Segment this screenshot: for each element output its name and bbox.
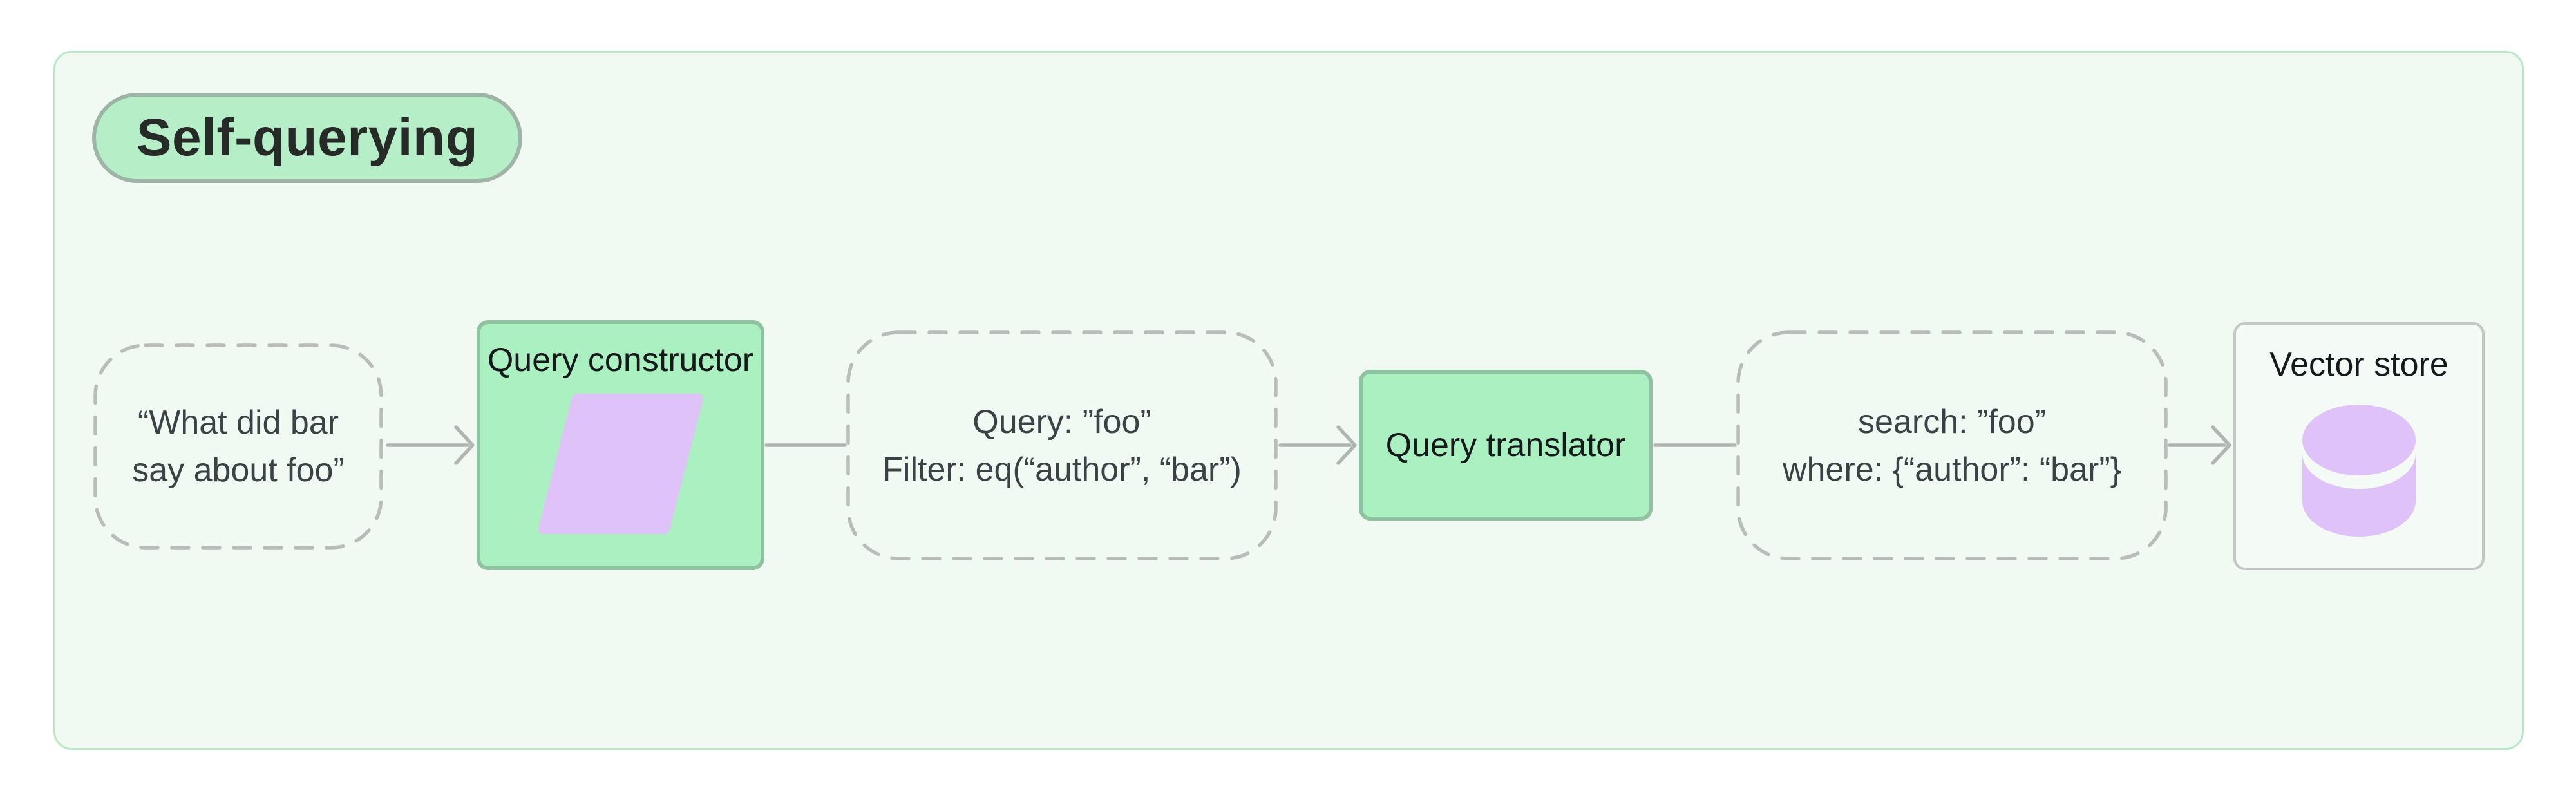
constructed-query-line1: Query: ”foo”: [972, 403, 1151, 441]
query-constructor-box: Query constructor: [477, 320, 764, 570]
translated-query-line2: where: {“author”: “bar”}: [1782, 450, 2122, 488]
input-query-line2: say about foo”: [132, 452, 345, 489]
input-query-node: “What did bar say about foo”: [93, 343, 383, 550]
database-cylinder-icon: [2302, 405, 2416, 537]
input-query-line1: “What did bar: [137, 404, 339, 441]
constructed-query-node: Query: ”foo” Filter: eq(“author”, “bar”): [846, 330, 1278, 560]
constructed-query-line2: Filter: eq(“author”, “bar”): [882, 450, 1242, 488]
translated-query-line1: search: ”foo”: [1858, 403, 2046, 441]
badge-label: Self-querying: [136, 108, 478, 167]
vector-store-title: Vector store: [2269, 346, 2448, 383]
parallelogram-icon: [538, 394, 703, 534]
query-translator-box: Query translator: [1359, 370, 1653, 521]
query-constructor-title: Query constructor: [487, 341, 754, 379]
translated-query-node: search: ”foo” where: {“author”: “bar”}: [1736, 330, 2168, 560]
vector-store-box: Vector store: [2233, 322, 2485, 570]
self-querying-badge: Self-querying: [92, 93, 522, 183]
query-translator-title: Query translator: [1385, 426, 1626, 464]
